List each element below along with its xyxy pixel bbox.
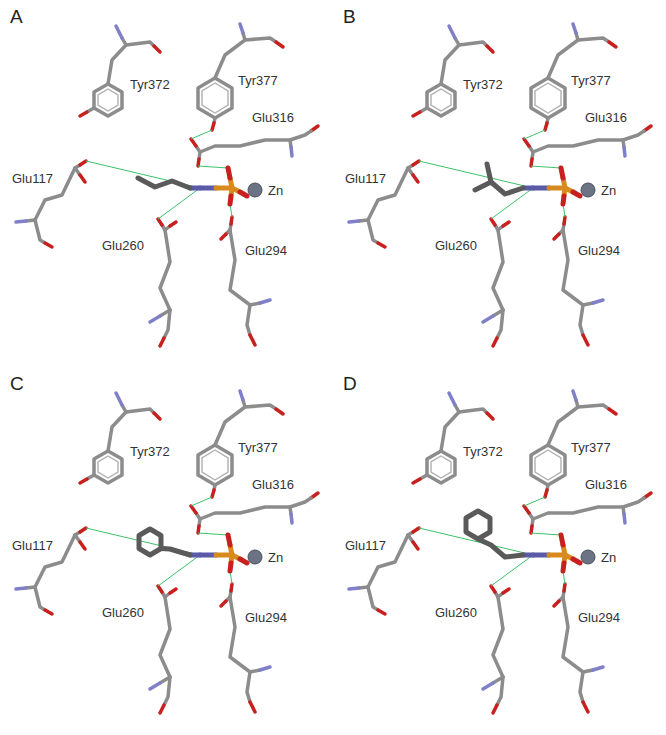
residue-label: Glu294 xyxy=(576,243,622,258)
residue-label: Tyr377 xyxy=(236,73,280,88)
residue-label: Glu117 xyxy=(343,171,388,186)
residue-label: Glu117 xyxy=(10,538,55,553)
panel-c-structure xyxy=(16,391,318,713)
residue-label: Tyr377 xyxy=(236,440,280,455)
panel-a-structure xyxy=(16,24,318,346)
residue-label: Tyr372 xyxy=(461,77,505,92)
panel-label: C xyxy=(8,373,26,394)
residue-label: Glu294 xyxy=(243,243,289,258)
residue-label: Tyr372 xyxy=(461,444,505,459)
residue-label: Tyr377 xyxy=(569,73,613,88)
residue-label: Tyr377 xyxy=(569,440,613,455)
panel-b-structure xyxy=(349,24,651,346)
residue-label: Glu316 xyxy=(250,477,296,492)
residue-label: Glu117 xyxy=(343,538,388,553)
panel-label: B xyxy=(341,6,358,27)
ion-label: Zn xyxy=(266,183,285,198)
residue-label: Glu260 xyxy=(433,238,479,253)
residue-label: Glu316 xyxy=(583,110,629,125)
panel-label: A xyxy=(8,6,25,27)
ion-label: Zn xyxy=(599,183,618,198)
residue-label: Glu294 xyxy=(576,610,622,625)
residue-label: Tyr372 xyxy=(128,77,172,92)
residue-label: Glu260 xyxy=(433,605,479,620)
ion-label: Zn xyxy=(266,550,285,565)
residue-label: Glu260 xyxy=(100,238,146,253)
residue-label: Glu316 xyxy=(583,477,629,492)
residue-label: Glu260 xyxy=(100,605,146,620)
residue-label: Glu117 xyxy=(10,171,55,186)
panel-d-structure xyxy=(349,391,651,713)
panel-label: D xyxy=(341,373,359,394)
residue-label: Glu316 xyxy=(250,110,296,125)
residue-label: Glu294 xyxy=(243,610,289,625)
ion-label: Zn xyxy=(599,550,618,565)
residue-label: Tyr372 xyxy=(128,444,172,459)
